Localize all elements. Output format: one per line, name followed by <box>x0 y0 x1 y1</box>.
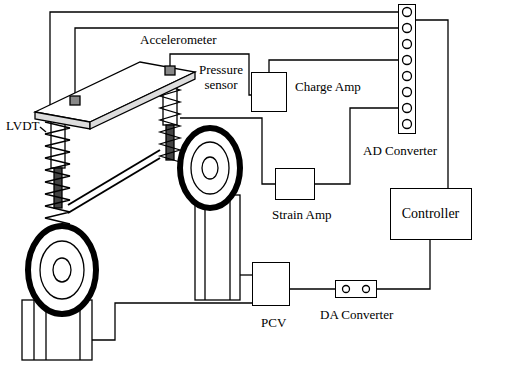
node-label: AD Converter <box>363 143 437 158</box>
part-label: Pressure sensor <box>198 62 244 92</box>
wheel <box>180 128 240 208</box>
valve-wire <box>92 303 252 340</box>
amplifier-box: Charge Amp <box>251 72 287 112</box>
node-label: Charge Amp <box>295 79 361 94</box>
controller-box: Controller <box>390 188 472 240</box>
signal-wire <box>290 288 335 289</box>
wheel <box>28 226 96 314</box>
terminal-circles <box>403 8 412 129</box>
accelerometer-symbol <box>70 96 80 105</box>
node-label: DA Converter <box>320 307 393 322</box>
top-plate <box>35 62 195 129</box>
accelerometer-symbol <box>165 66 175 75</box>
node-label: Controller <box>402 206 460 222</box>
part-label: LVDT <box>6 118 39 133</box>
cross-bar <box>68 158 160 213</box>
actuator <box>195 195 240 300</box>
signal-wire <box>269 60 398 72</box>
signal-wire <box>377 240 430 289</box>
leader-line <box>40 127 46 132</box>
valve-box: PCV <box>252 262 290 306</box>
converter-box: DA Converter <box>335 280 377 298</box>
amplifier-box: Strain Amp <box>275 168 315 200</box>
terminal-strip: AD Converter <box>398 4 416 134</box>
signal-wire <box>416 20 448 188</box>
node-label: PCV <box>261 315 286 330</box>
valve-wire <box>240 274 252 275</box>
terminal-circles <box>343 286 370 293</box>
spring-damper <box>45 118 70 224</box>
cross-bar <box>68 150 160 205</box>
part-label: Accelerometer <box>140 32 217 47</box>
node-label: Strain Amp <box>272 207 332 222</box>
